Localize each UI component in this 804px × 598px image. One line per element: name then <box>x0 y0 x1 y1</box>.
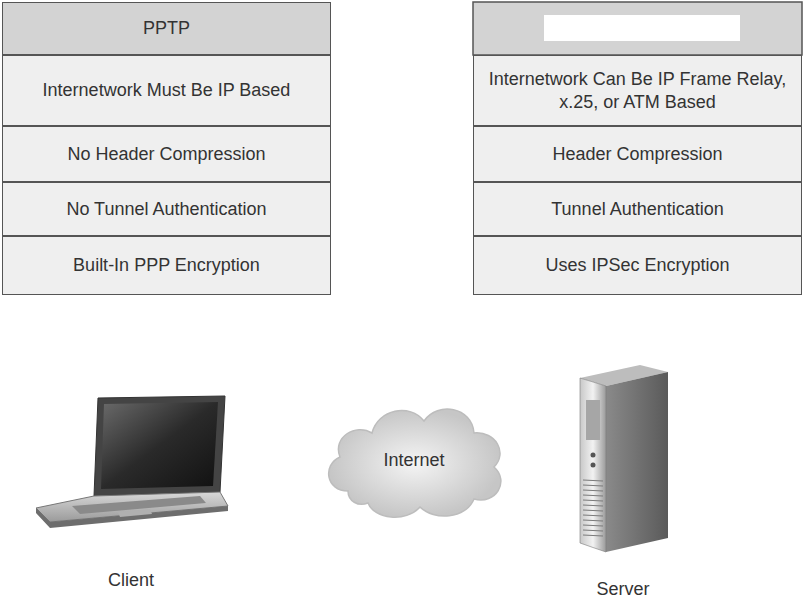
cell-text: Header Compression <box>552 143 722 166</box>
table-cell: Internetwork Can Be IP Frame Relay, x.25… <box>473 55 802 126</box>
device-label: Server <box>596 579 649 598</box>
table-header <box>473 2 802 55</box>
cell-text: Internetwork Must Be IP Based <box>43 79 291 102</box>
cell-text: Uses IPSec Encryption <box>545 254 729 277</box>
table-cell: No Header Compression <box>2 126 331 182</box>
table-cell: Uses IPSec Encryption <box>473 236 802 295</box>
cell-text: Internetwork Can Be IP Frame Relay, x.25… <box>484 68 791 114</box>
table-cell: Tunnel Authentication <box>473 182 802 236</box>
table-header: PPTP <box>2 2 331 55</box>
table-cell: Built-In PPP Encryption <box>2 236 331 295</box>
cell-text: No Tunnel Authentication <box>66 198 266 221</box>
table-cell: Header Compression <box>473 126 802 182</box>
cloud-label: Internet <box>383 449 444 472</box>
internet-cloud: Internet <box>318 393 510 527</box>
cell-text: Tunnel Authentication <box>551 198 723 221</box>
blank-box <box>544 15 740 41</box>
server-icon <box>580 365 668 552</box>
table-cell: No Tunnel Authentication <box>2 182 331 236</box>
table-cell: Internetwork Must Be IP Based <box>2 55 331 126</box>
cell-text: No Header Compression <box>67 143 265 166</box>
laptop-icon <box>36 396 228 528</box>
cell-text: Built-In PPP Encryption <box>73 254 260 277</box>
cell-text: PPTP <box>143 17 190 40</box>
device-label: Client <box>108 570 154 591</box>
